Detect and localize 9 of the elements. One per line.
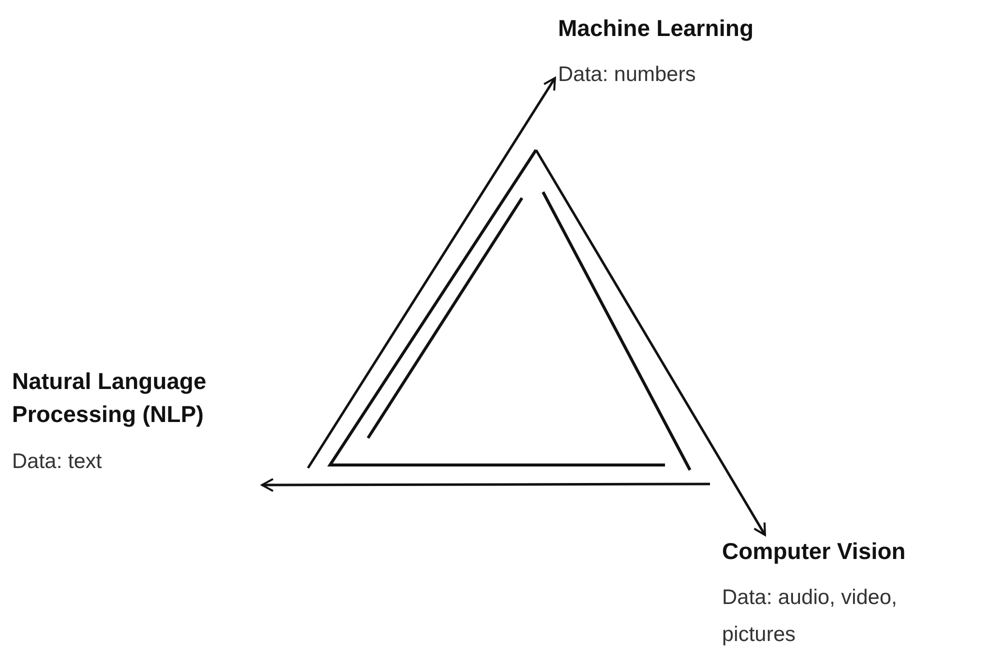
arrow [261,478,710,492]
heading: Computer Vision [722,537,907,566]
data-note: Data: numbers [558,62,697,88]
arrow [306,77,556,469]
data-note: Data: audio, video, pictures [722,585,898,648]
data-note: Data: text [12,448,103,475]
heading: Natural Language Processing (NLP) [12,367,208,430]
arrow [534,149,766,536]
heading: Machine Learning [558,14,755,43]
